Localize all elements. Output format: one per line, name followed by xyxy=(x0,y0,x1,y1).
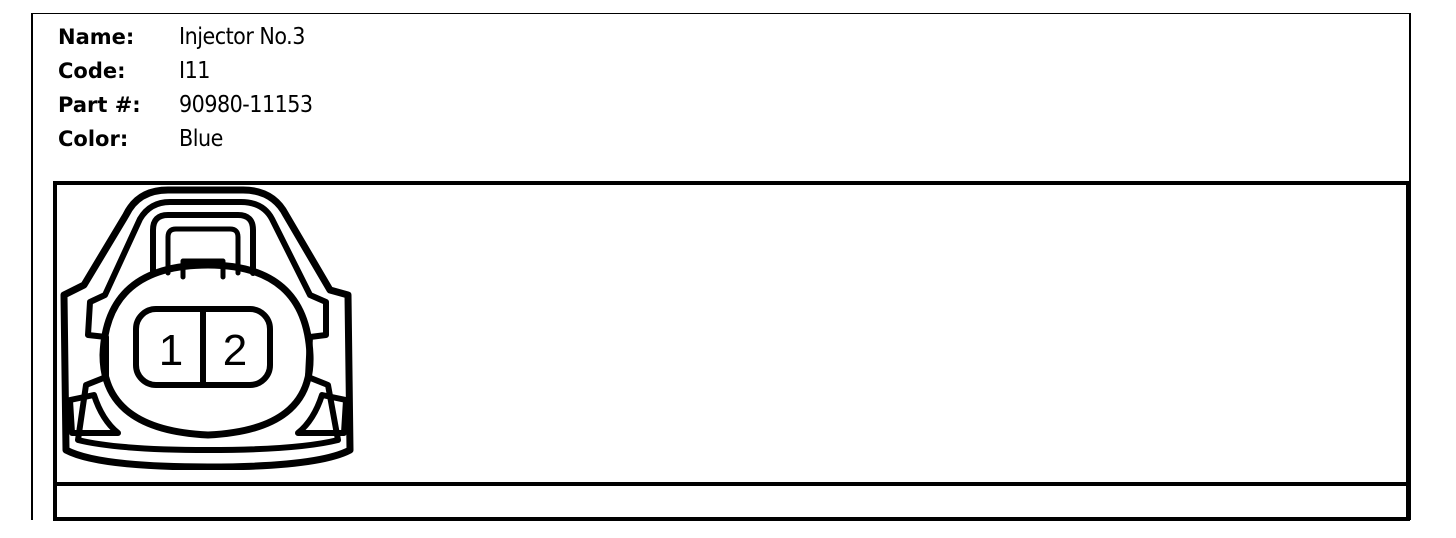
connector-sheet xyxy=(31,13,1411,520)
left-side-pocket xyxy=(67,392,121,436)
locking-latch xyxy=(150,212,256,276)
part-number-value: 90980-11153 xyxy=(179,92,313,118)
color-label: Color: xyxy=(58,127,129,151)
connector-round-body xyxy=(99,261,314,439)
color-row: Color: Blue xyxy=(58,122,313,156)
color-value: Blue xyxy=(179,126,223,152)
name-label: Name: xyxy=(58,25,135,49)
code-label: Code: xyxy=(58,59,126,83)
pin-1-label: 1 xyxy=(159,326,183,375)
part-number-label: Part #: xyxy=(58,93,141,117)
housing-inner-outline xyxy=(75,199,341,453)
part-number-row: Part #: 90980-11153 xyxy=(58,88,313,122)
name-row: Name: Injector No.3 xyxy=(58,20,313,54)
panel-divider xyxy=(57,482,1406,486)
name-value: Injector No.3 xyxy=(179,24,305,50)
code-value: I11 xyxy=(179,58,210,84)
housing-outer-outline xyxy=(60,186,354,470)
connector-face-diagram: 1 2 xyxy=(60,186,354,470)
latch-inner xyxy=(165,226,241,276)
connector-info: Name: Injector No.3 Code: I11 Part #: 90… xyxy=(58,20,313,156)
pin-2-label: 2 xyxy=(223,326,247,375)
connector-diagram-panel xyxy=(53,181,1410,521)
code-row: Code: I11 xyxy=(58,54,313,88)
right-side-pocket xyxy=(295,392,349,436)
